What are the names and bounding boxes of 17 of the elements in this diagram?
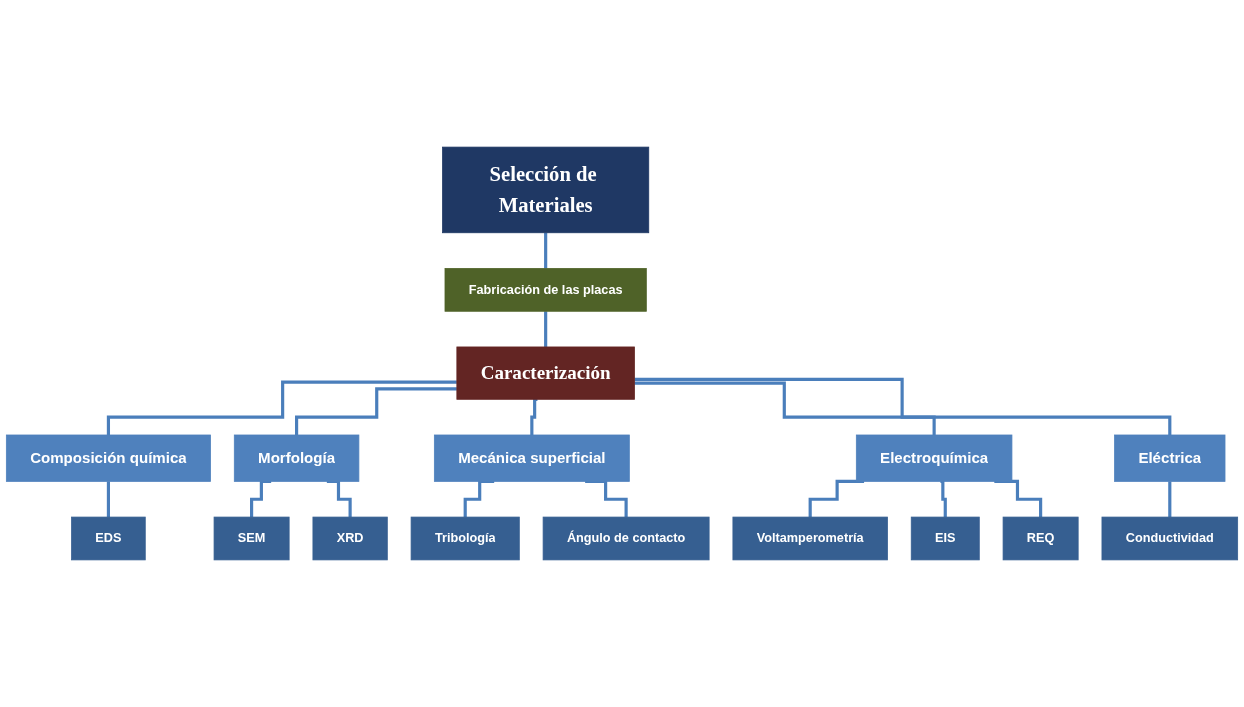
node-box: Ángulo de contacto — [542, 516, 710, 561]
node-box: Composición química — [5, 434, 211, 482]
node-box: REQ — [1002, 516, 1079, 561]
node-box: Mecánica superficial — [433, 434, 630, 482]
node-box: Electroquímica — [855, 434, 1013, 482]
node-box: EIS — [910, 516, 980, 561]
node-box: Caracterización — [456, 346, 635, 400]
node-box: Morfología — [233, 434, 360, 482]
node-box: EDS — [71, 516, 146, 561]
node-box: Conductividad — [1101, 516, 1239, 561]
node-box: Tribología — [410, 516, 520, 561]
node-box: Selección de Materiales — [442, 146, 650, 234]
node-box: XRD — [312, 516, 388, 561]
node-box: SEM — [213, 516, 290, 561]
node-box: Voltamperometría — [732, 516, 888, 561]
node-box: Fabricación de las placas — [444, 268, 647, 312]
node-box: Eléctrica — [1114, 434, 1226, 482]
